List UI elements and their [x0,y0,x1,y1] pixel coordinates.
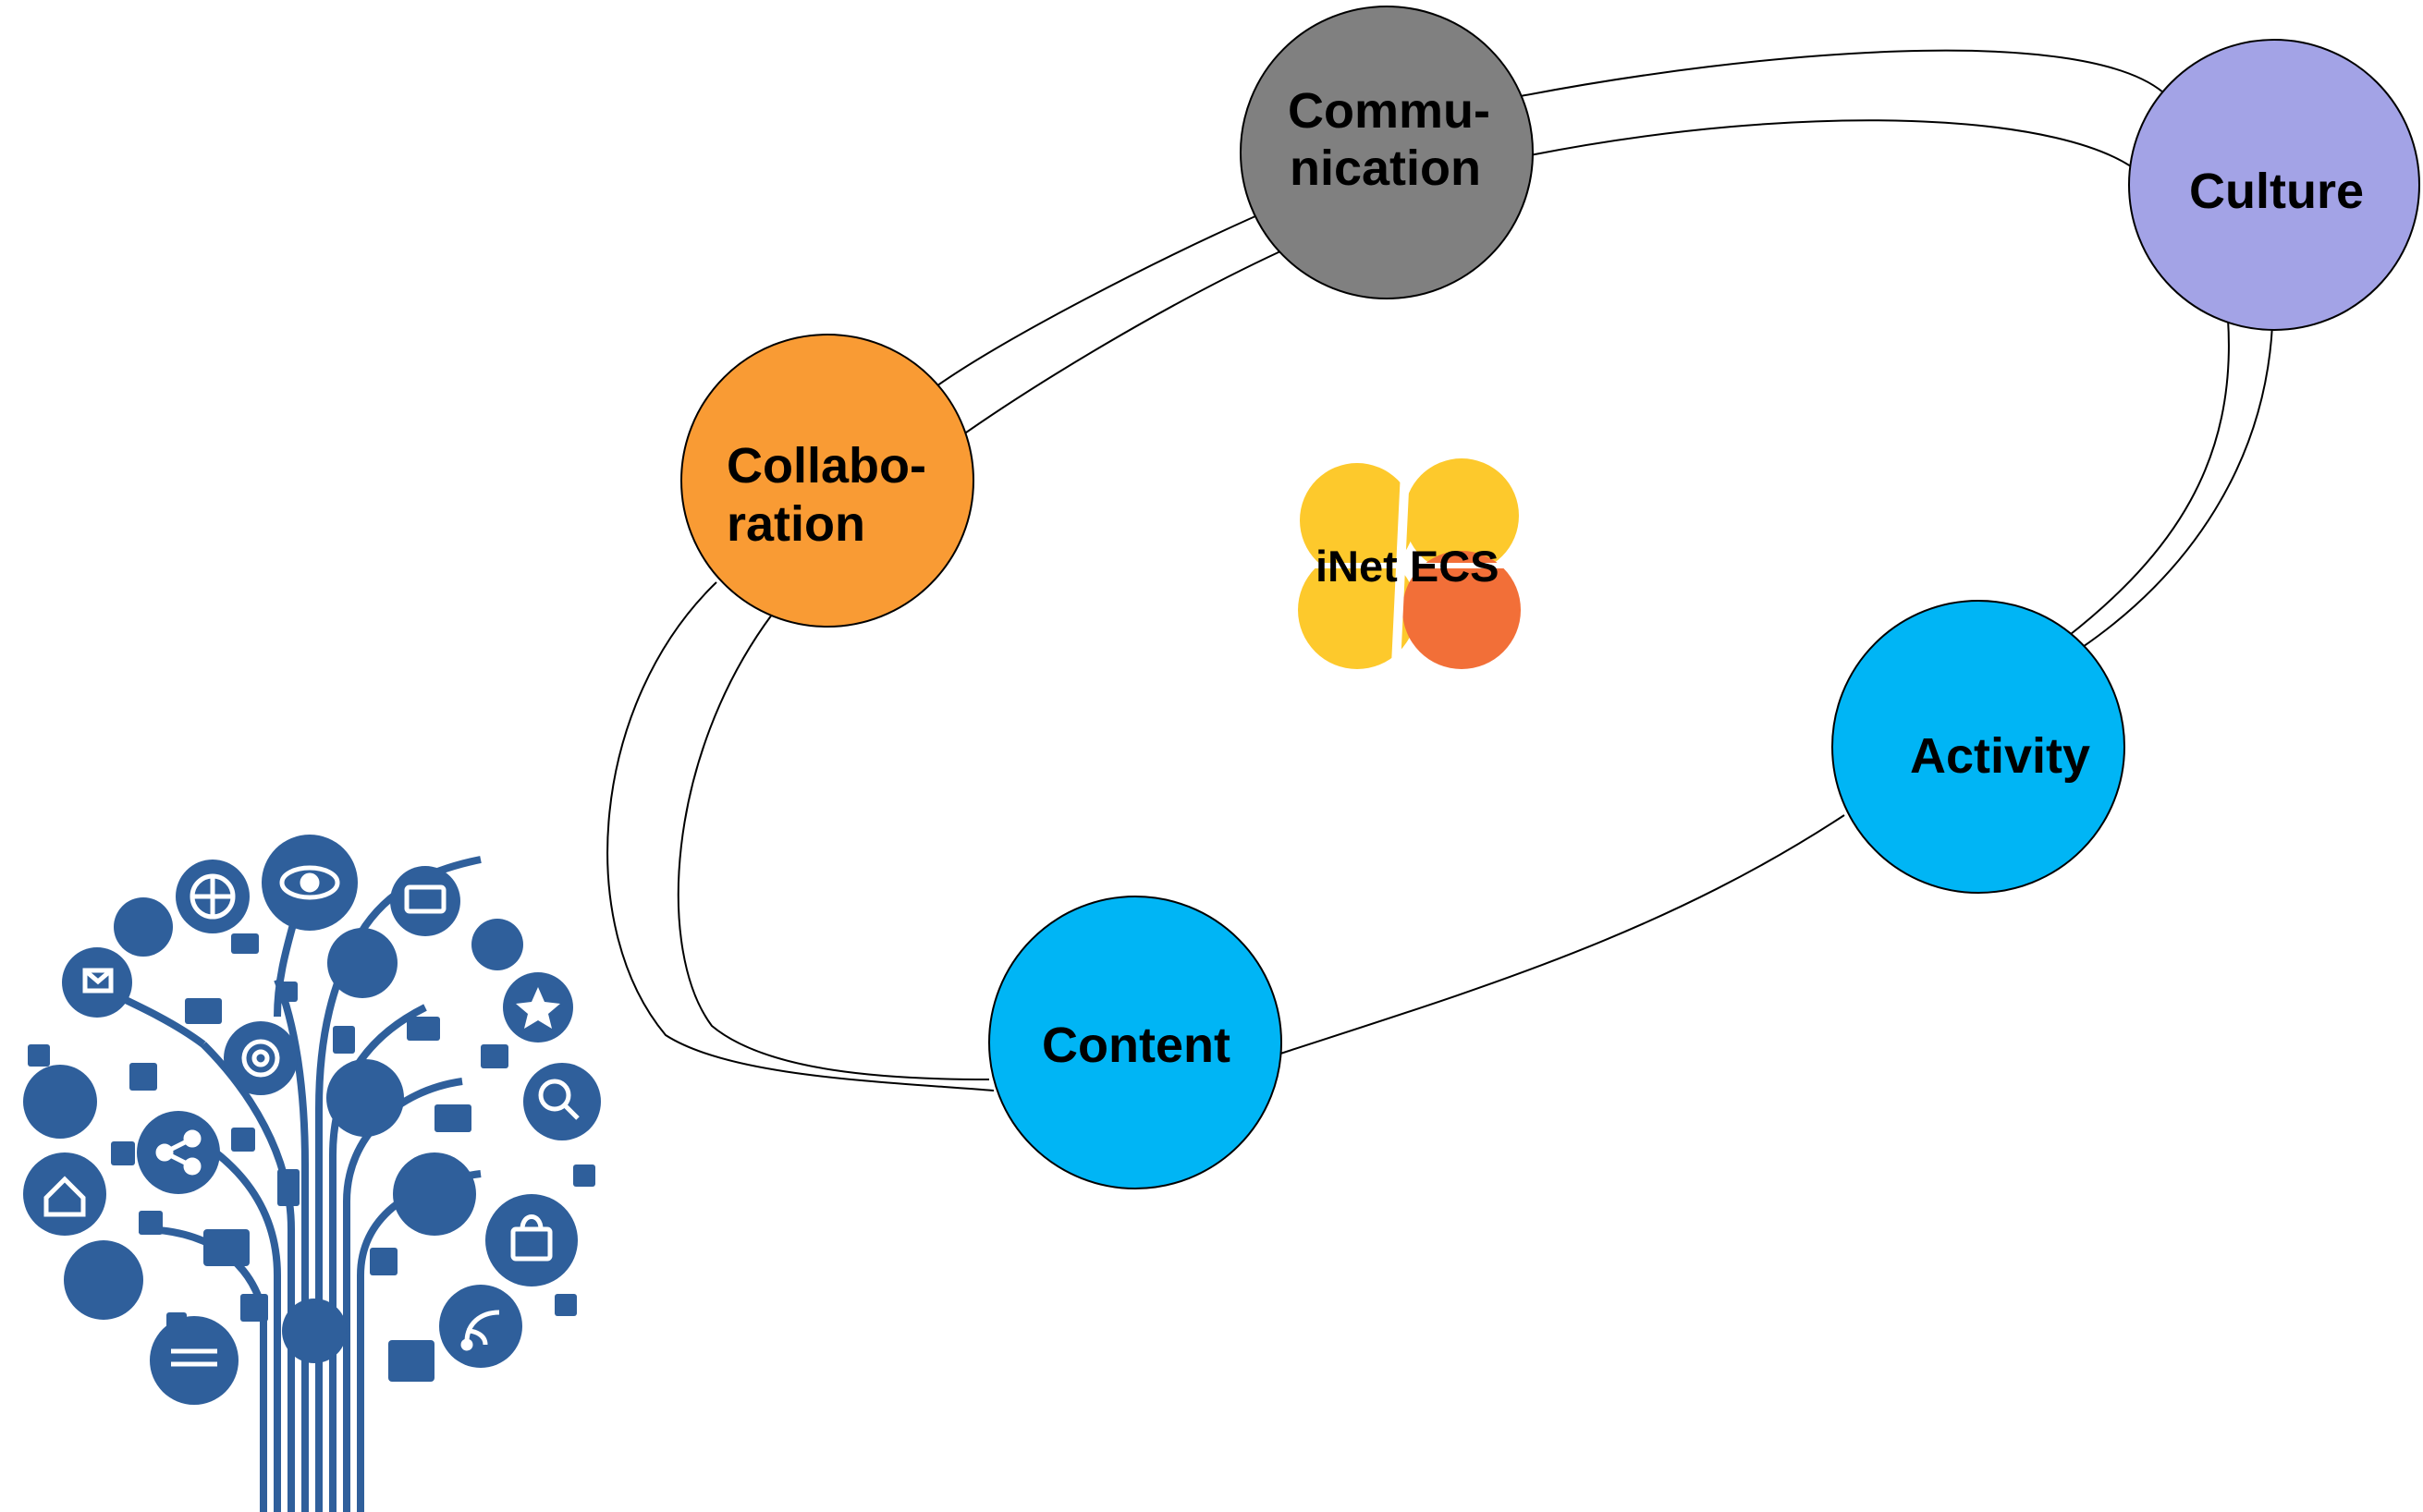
at-sign-icon [224,1021,298,1095]
node-communication-label-line2: nication [1290,140,1481,196]
node-collaboration-label-line1: Collabo- [727,438,926,494]
node-culture: Culture [2128,39,2420,331]
node-communication-label-line1: Commu- [1288,83,1490,139]
link-icon [393,1152,476,1236]
share-icon [137,1111,220,1194]
node-communication-circle [1240,6,1534,299]
node-activity-circle [1831,600,2125,894]
node-culture-label: Culture [2189,164,2364,219]
phone-icon [471,919,523,970]
node-communication: Commu- nication [1240,6,1534,299]
social-media-tree-illustration [23,835,601,1512]
magnify-icon [523,1063,601,1140]
chat-bubble-icon [150,1316,239,1405]
node-collaboration: Collabo- ration [680,334,974,628]
node-culture-circle [2128,39,2420,331]
laptop-icon [390,866,460,936]
node-collaboration-label-line2: ration [727,496,865,552]
center-logo: iNet ECS [1298,458,1521,669]
mobile-icon [327,928,398,998]
music-icon [114,897,173,957]
node-activity: Activity [1831,600,2125,894]
node-content: Content [988,896,1282,1189]
shopping-bag-icon [485,1194,578,1286]
node-content-circle [988,896,1282,1189]
notepad-icon [23,1065,97,1139]
connector-ring [606,49,2273,1091]
svg-text:Collabo- ration: Collabo- ration [727,438,940,552]
node-collaboration-circle [680,334,974,628]
node-activity-label: Activity [1910,728,2090,784]
node-content-label: Content [1042,1018,1230,1073]
bird-icon [326,1059,404,1137]
logo-petal-top-left [1300,463,1414,578]
logo-petal-bottom-left [1298,551,1416,669]
tree-small-icons [28,933,595,1382]
tree-icon-circles [23,835,601,1405]
center-label: iNet ECS [1316,542,1499,591]
users-icon [64,1240,143,1320]
tree-icon-glyphs [43,865,580,1367]
rss-icon [439,1285,522,1368]
house-icon [23,1152,106,1236]
logo-petal-top-right [1404,458,1519,573]
svg-text:Commu- nication: Commu- nication [1288,83,1504,196]
logo-petal-bottom-right [1402,551,1521,669]
hand-pointer-icon [282,1299,347,1363]
